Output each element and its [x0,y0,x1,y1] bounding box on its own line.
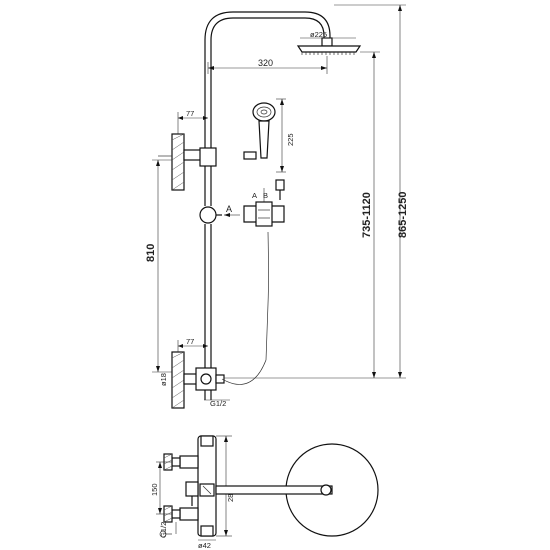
riser-pipe [204,11,331,368]
mixer-front-view: 150 281 G1/2 ø42 [150,435,235,550]
detail-a-label: A [252,191,257,200]
bottom-wall-bracket: 77 ø18 G1/2 [159,337,230,409]
mixer-body-diameter-label: ø42 [198,541,211,550]
section-detail-a-b: A B [243,179,285,227]
section-a-marker: A [226,204,232,214]
bar-length-dimension: 810 [145,159,172,373]
flexible-hose [221,231,269,385]
adjustable-height-label: 735-1120 [361,192,373,238]
inlet-thread-label: G1/2 [210,399,226,408]
detail-b-label: B [263,191,268,200]
arm-length-dimension: 320 [207,56,328,74]
slider-holder: A [199,204,240,224]
top-wall-bracket: 77 [158,109,217,191]
hand-shower: 225 [243,98,295,173]
mixer-height-label: 281 [226,489,235,502]
arm-length-label: 320 [258,58,273,68]
shower-head-side-view: ø225 [296,30,362,55]
head-diameter-label: ø225 [310,30,327,39]
mixer-center-distance-label: 150 [150,483,159,496]
shower-head-top-view [215,443,379,537]
hand-shower-length-label: 225 [286,133,295,146]
total-height-dimension: 865-1250 [334,4,409,379]
bar-length-label: 810 [145,244,157,262]
pipe-diameter-label: ø18 [159,373,168,386]
bottom-bracket-offset-label: 77 [186,337,194,346]
adjustable-height-dimension: 735-1120 [224,51,380,379]
mixer-inlet-thread-label: G1/2 [159,522,168,538]
total-height-label: 865-1250 [397,192,409,239]
top-bracket-offset-label: 77 [186,109,194,118]
